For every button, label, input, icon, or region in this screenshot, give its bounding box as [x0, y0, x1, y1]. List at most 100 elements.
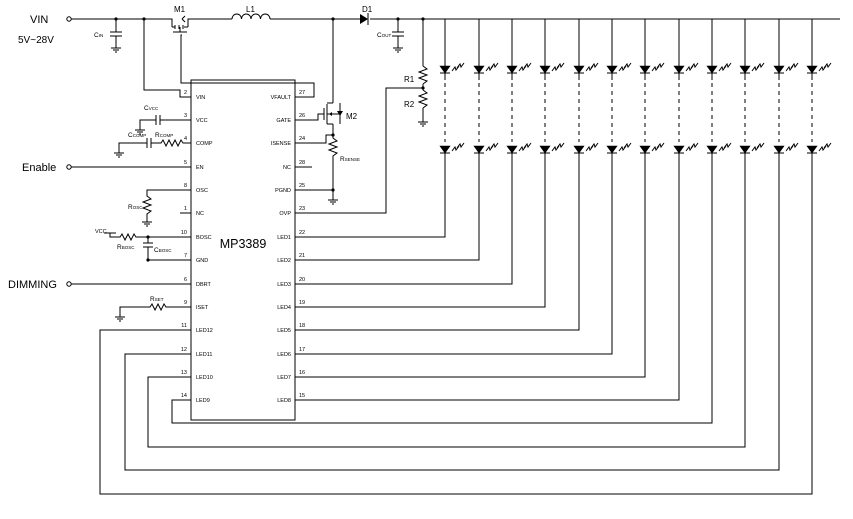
cin-plates	[110, 31, 122, 37]
wiring	[66, 16, 840, 495]
m2-body-diode	[337, 111, 343, 116]
led-triangle	[706, 65, 718, 74]
pin-name: OSC	[196, 188, 208, 194]
pin-name: VCC	[196, 118, 208, 124]
led-triangle	[639, 145, 651, 154]
pin-number: 26	[299, 113, 305, 119]
rsense-resistor	[327, 135, 339, 190]
m2-arrow	[329, 112, 332, 116]
dimming-terminal	[66, 281, 72, 287]
pin-number: 27	[299, 90, 305, 96]
led-4-row-2	[539, 142, 565, 154]
rcomp-label: RCOMP	[155, 132, 173, 139]
led-5-row-1	[573, 62, 599, 74]
pin-name: LED6	[277, 352, 291, 358]
led11-channel	[124, 153, 780, 471]
pin-number: 5	[184, 160, 187, 166]
led-emission	[818, 142, 832, 152]
d1-triangle	[360, 14, 368, 24]
pin-number: 7	[184, 253, 187, 259]
led-7-row-1	[639, 62, 665, 74]
m1-body	[168, 18, 195, 28]
led-triangle	[573, 145, 585, 154]
led-emission	[718, 62, 732, 72]
pin-number: 1	[184, 206, 187, 212]
pin-number: 24	[299, 136, 305, 142]
mp3389-ic: MP3389	[190, 79, 296, 421]
pin-name: ISET	[196, 305, 209, 311]
led-triangle	[539, 65, 551, 74]
led-2-row-1	[473, 62, 499, 74]
pin-name: LED4	[277, 305, 291, 311]
led-triangle	[573, 65, 585, 74]
m2-transistor	[323, 102, 343, 125]
led-triangle	[739, 145, 751, 154]
led-emission	[485, 142, 499, 152]
l1-label: L1	[246, 5, 255, 14]
l1-inductor	[231, 13, 271, 20]
cin-label: CIN	[94, 32, 103, 39]
pin-name: GND	[196, 258, 208, 264]
r1-label: R1	[404, 75, 415, 84]
led-2-row-2	[473, 142, 499, 154]
led-triangle	[473, 145, 485, 154]
rcomp-resistor	[151, 138, 191, 148]
pin-number: 12	[181, 347, 187, 353]
ccomp-ground	[114, 152, 124, 158]
pin-number: 22	[299, 230, 305, 236]
d1-label: D1	[362, 5, 373, 14]
cvcc-gnd	[139, 119, 156, 130]
pin-number: 21	[299, 253, 305, 259]
r1-resistor	[417, 65, 429, 85]
led-emission	[551, 142, 565, 152]
vcc-tag: VCC	[95, 229, 107, 235]
cvcc-plates	[155, 115, 161, 125]
pgnd-wire	[295, 189, 334, 200]
led-triangle	[806, 65, 818, 74]
led-emission	[751, 142, 765, 152]
rbosc-resistor	[109, 232, 148, 242]
led-triangle	[473, 65, 485, 74]
led-emission	[585, 62, 599, 72]
ic-name: MP3389	[220, 237, 267, 251]
led-emission	[451, 142, 465, 152]
led3-channel	[295, 153, 513, 285]
led-triangle	[673, 145, 685, 154]
pin-number: 3	[184, 113, 187, 119]
led-triangle	[773, 145, 785, 154]
led-1-row-2	[439, 142, 465, 154]
pin-number: 11	[181, 323, 187, 329]
led-emission	[685, 142, 699, 152]
ccomp-label: CCOMP	[128, 132, 146, 139]
led-emission	[651, 62, 665, 72]
led-array	[439, 62, 832, 154]
ccomp-plates	[146, 138, 152, 148]
pin-number: 6	[184, 277, 187, 283]
vin-range: 5V~28V	[18, 35, 54, 46]
cin-ground	[111, 47, 121, 53]
pin-name: COMP	[196, 141, 213, 147]
rbosc-label: RBOSC	[117, 244, 135, 251]
components	[168, 13, 369, 125]
led-emission	[518, 62, 532, 72]
led-10-row-1	[739, 62, 765, 74]
led5-channel	[295, 153, 580, 331]
led-4-row-1	[539, 62, 565, 74]
vfault-to-m1	[180, 34, 315, 98]
led10-channel	[147, 153, 746, 448]
enable-terminal	[66, 164, 72, 170]
cout-label: COUT	[377, 32, 391, 39]
led-7-row-2	[639, 142, 665, 154]
led-1-row-1	[439, 62, 465, 74]
m1-label: M1	[174, 5, 186, 14]
led4-channel	[295, 153, 546, 308]
pin-number: 16	[299, 370, 305, 376]
